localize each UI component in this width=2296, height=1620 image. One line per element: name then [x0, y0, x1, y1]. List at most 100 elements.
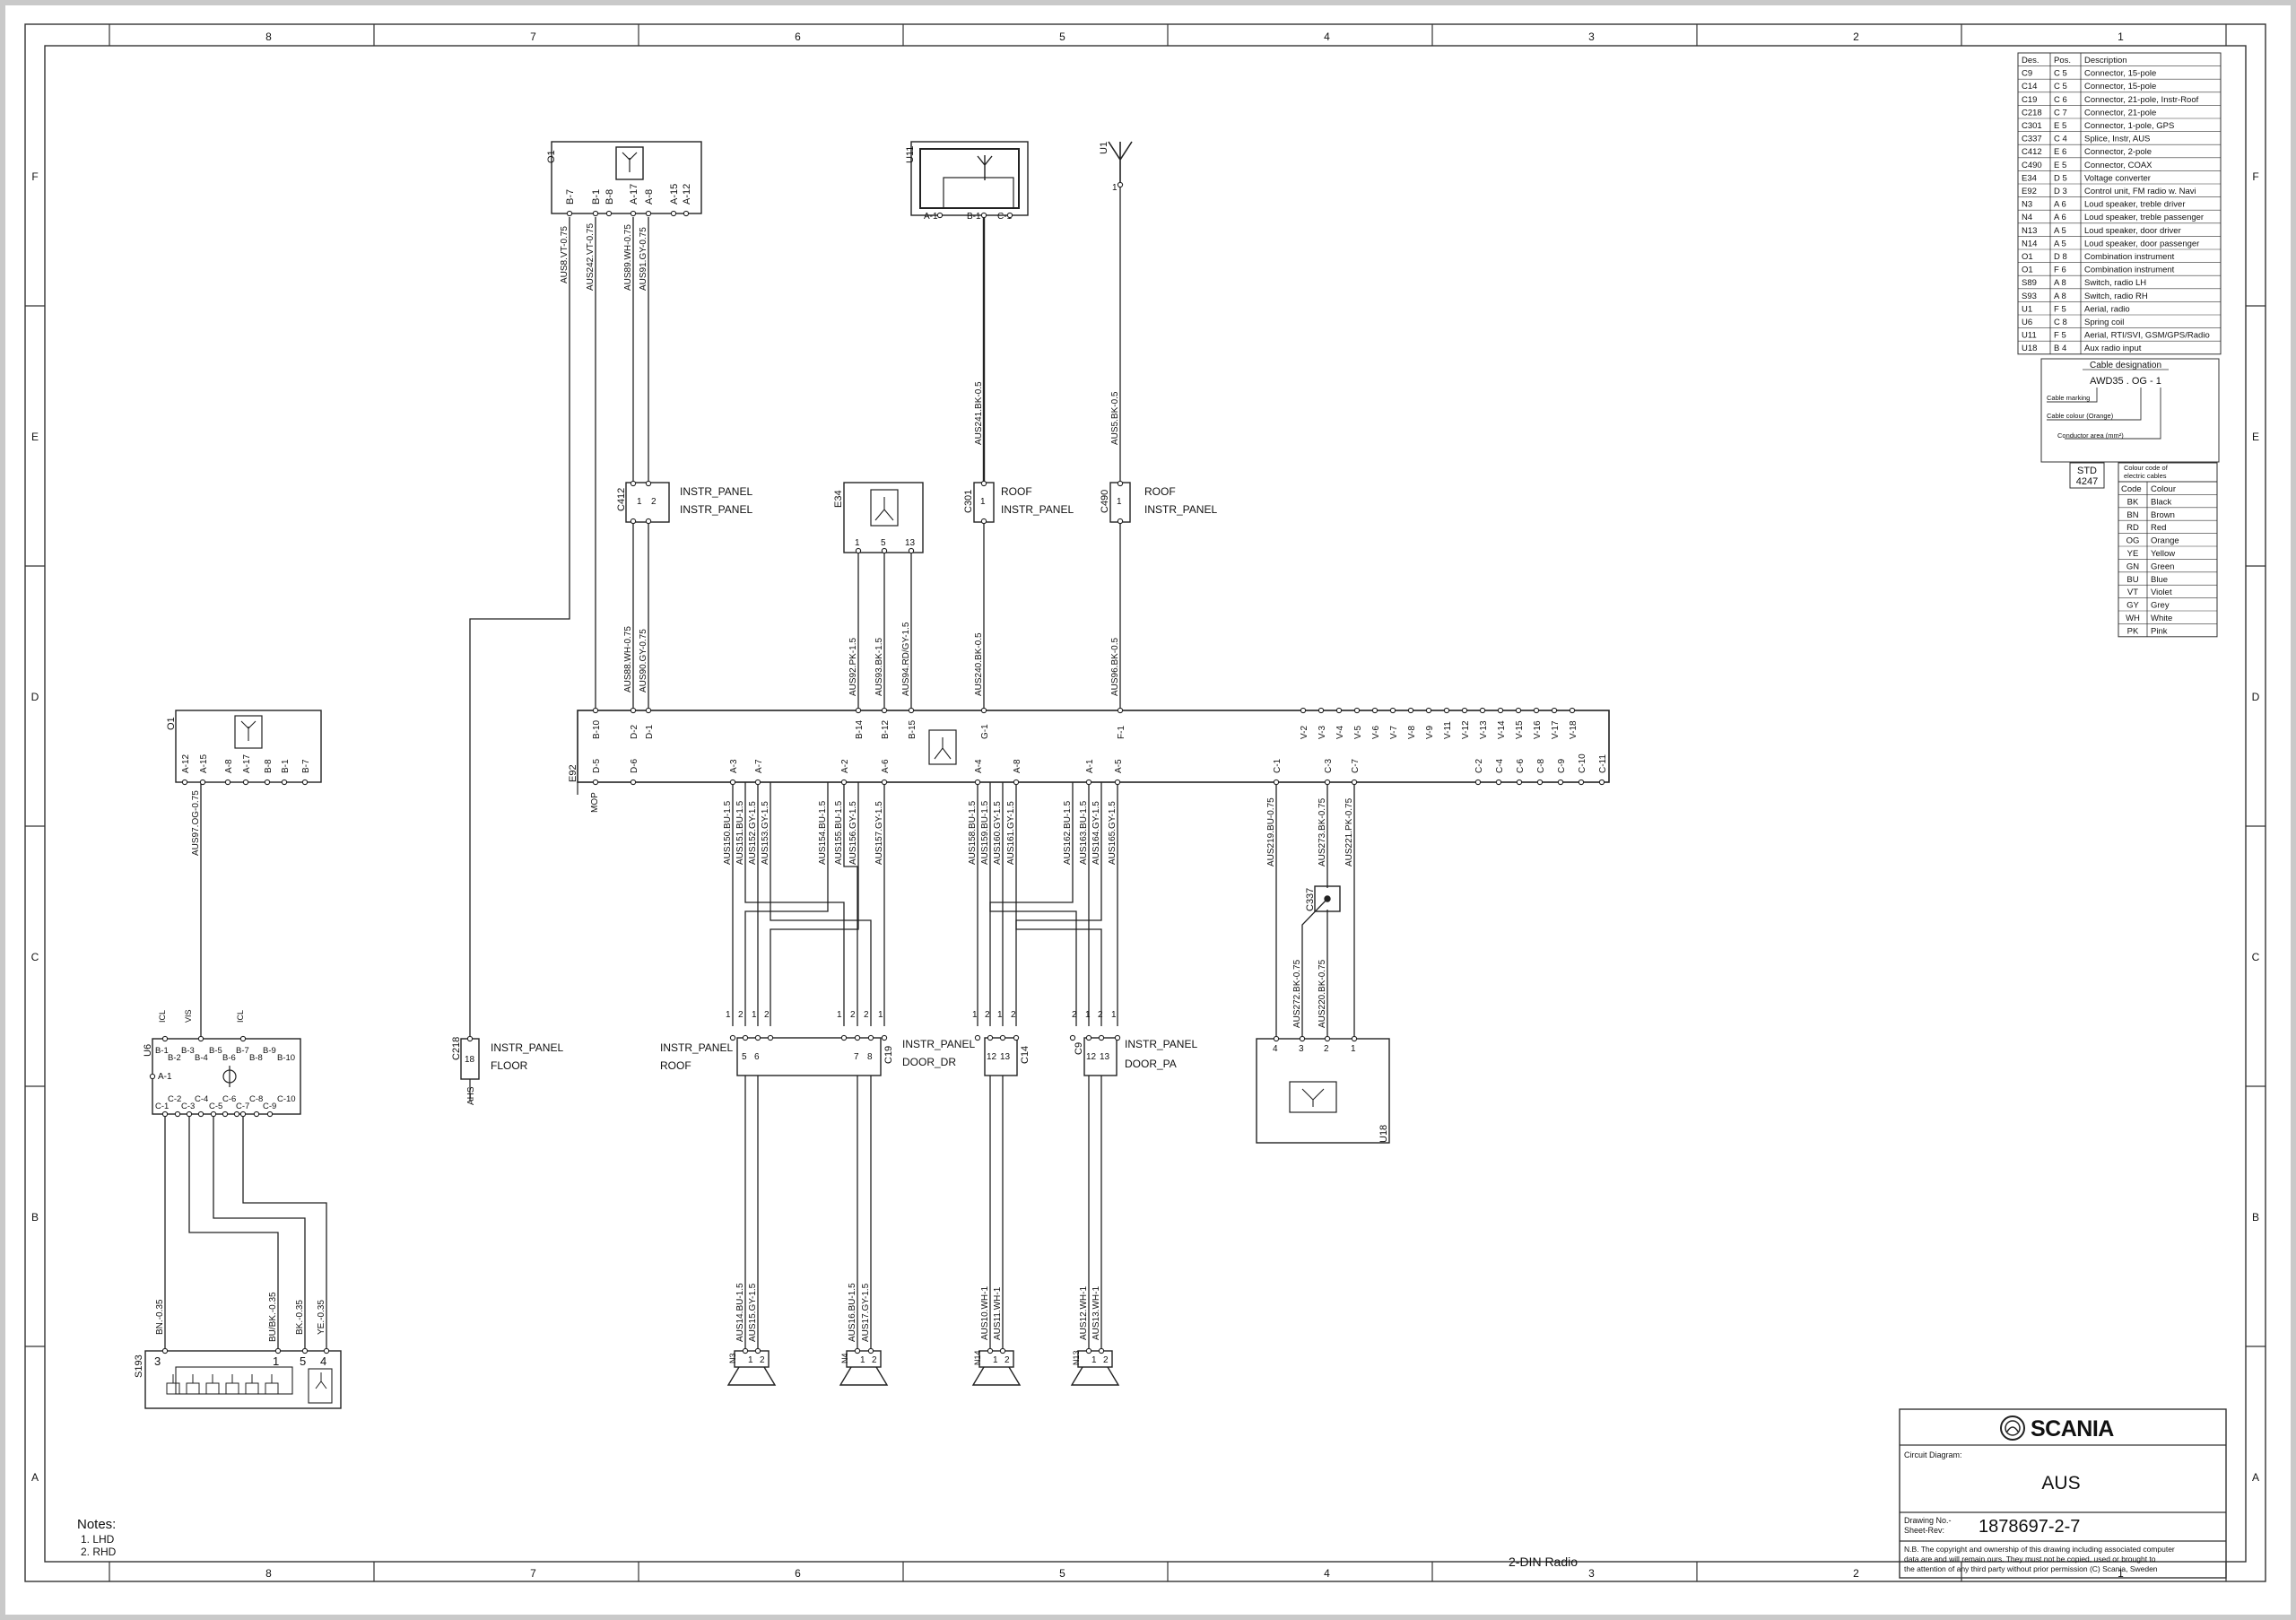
pin-label: 2 [760, 1355, 765, 1365]
cable-legend-marking: Cable marking [2047, 394, 2090, 402]
pin-dot [466, 1035, 474, 1042]
wire-label: AUS14.BU-1.5 [735, 1283, 745, 1342]
pin-dot [1371, 707, 1378, 714]
table-cell: C19 [2022, 95, 2037, 105]
pin-dot [645, 480, 652, 487]
pin-dot [1533, 707, 1540, 714]
pin-label: A-17 [629, 184, 639, 205]
pin-label: A-1 [924, 212, 938, 222]
drawing-number: 1878697-2-7 [1979, 1517, 2080, 1537]
pin-label: 4 [320, 1354, 326, 1368]
grid-row-label: B [2252, 1211, 2259, 1224]
o1-top-symbol [615, 146, 644, 180]
pin-dot [161, 1035, 169, 1042]
table-cell: N13 [2022, 226, 2037, 236]
grid-row-label: D [31, 691, 39, 703]
table-cell: Loud speaker, door driver [2084, 226, 2181, 236]
c412-box [625, 482, 670, 523]
pin-dot [936, 212, 944, 219]
c218-id: C218 [451, 1037, 462, 1060]
note-2: 2. RHD [81, 1546, 117, 1558]
pin-dot [566, 210, 573, 217]
speaker-n13-id: N13 [1072, 1350, 1081, 1365]
table-cell: Splice, Instr, AUS [2084, 135, 2150, 144]
pin-label: 1 [273, 1354, 279, 1368]
pin-label: 12 [1086, 1052, 1097, 1062]
table-cell: Loud speaker, door passenger [2084, 239, 2199, 248]
pin-label: C-4 [1495, 758, 1505, 773]
pin-dot [1117, 480, 1124, 487]
grid-divisions [25, 24, 2266, 1581]
std-number: 4247 [2076, 476, 2098, 487]
pin-dot [630, 779, 637, 786]
u6-top-label: ICL [158, 1010, 167, 1023]
pin-dot [210, 1110, 217, 1118]
pin-dot [197, 1110, 204, 1118]
wire-mark: 2 [1072, 1010, 1077, 1020]
pin-dot [630, 707, 637, 714]
wire-mark: 2 [1098, 1010, 1103, 1020]
wire-label: AUS161.GY-1.5 [1006, 801, 1016, 865]
wire-aus153 [770, 782, 872, 1026]
pin-label: A-5 [1114, 759, 1124, 773]
pin-dot [1598, 779, 1605, 786]
wire-label: AUS97.OG-0.75 [191, 790, 201, 856]
wire-mark: 1 [878, 1010, 883, 1020]
pin-dot [854, 1034, 861, 1041]
table-cell: Description [2084, 56, 2127, 65]
pin-label: 13 [1100, 1052, 1110, 1062]
wire-aus164 [1015, 782, 1102, 1026]
grid-column-label: 8 [265, 30, 272, 43]
pin-dot [1324, 779, 1331, 786]
pin-dot [592, 707, 599, 714]
wire-label: AUS154.BU-1.5 [818, 800, 828, 865]
s193-id: S193 [134, 1354, 144, 1378]
wire-label: AUS90.GY-0.75 [639, 629, 648, 692]
pin-label: C-3 [181, 1102, 195, 1111]
pin-label: B-6 [222, 1053, 236, 1063]
pin-dot [1353, 707, 1361, 714]
pin-dot [1098, 1347, 1105, 1354]
wire-label: AUS16.BU-1.5 [848, 1283, 857, 1342]
wire-label: AUS165.GY-1.5 [1108, 801, 1118, 865]
colour-code: RD [2126, 523, 2139, 533]
table-cell: C 5 [2054, 82, 2067, 91]
pin-label: 6 [754, 1052, 760, 1062]
pin-dot [974, 779, 981, 786]
pin-dot [1098, 1034, 1105, 1041]
wire-label: AUS11.WH-1 [993, 1286, 1003, 1340]
wire-label: AUS272.BK-0.75 [1292, 959, 1302, 1028]
table-cell: Connector, 1-pole, GPS [2084, 121, 2174, 131]
pin-dot [266, 1110, 274, 1118]
u11-box [910, 141, 1029, 216]
table-cell: U1 [2022, 304, 2032, 314]
pin-label: 1 [1112, 183, 1118, 193]
table-cell: F 6 [2054, 266, 2066, 275]
wire-aus156 [770, 782, 859, 1026]
pin-dot [855, 547, 862, 554]
pin-label: C-5 [209, 1102, 222, 1111]
colour-name: Colour [2151, 484, 2176, 494]
pin-label: 5 [300, 1354, 306, 1368]
speaker-n3-id: N3 [728, 1353, 737, 1363]
wire-mark: 1 [752, 1010, 757, 1020]
scania-logo-icon [2000, 1415, 2025, 1441]
grid-row-label: C [2252, 951, 2260, 963]
wire-label: AUS91.GY-0.75 [639, 227, 648, 291]
grid-row-label: E [2252, 431, 2259, 443]
pin-dot [181, 779, 188, 786]
pin-dot [1351, 1035, 1358, 1042]
pin-dot [1495, 779, 1502, 786]
u18-box [1256, 1038, 1390, 1144]
pin-dot [1273, 1035, 1280, 1042]
wire-label: AUS93.BK-1.5 [874, 638, 884, 696]
pin-dot [1515, 707, 1522, 714]
table-cell: Connector, 21-pole, Instr-Roof [2084, 95, 2199, 105]
grid-column-label: 8 [265, 1567, 272, 1580]
pin-label: A-3 [729, 759, 739, 773]
pin-dot [980, 480, 987, 487]
pin-label: 1 [1091, 1355, 1097, 1365]
colour-name: Green [2151, 562, 2174, 571]
copyright-line-3: the attention of any third party without… [1904, 1564, 2158, 1573]
